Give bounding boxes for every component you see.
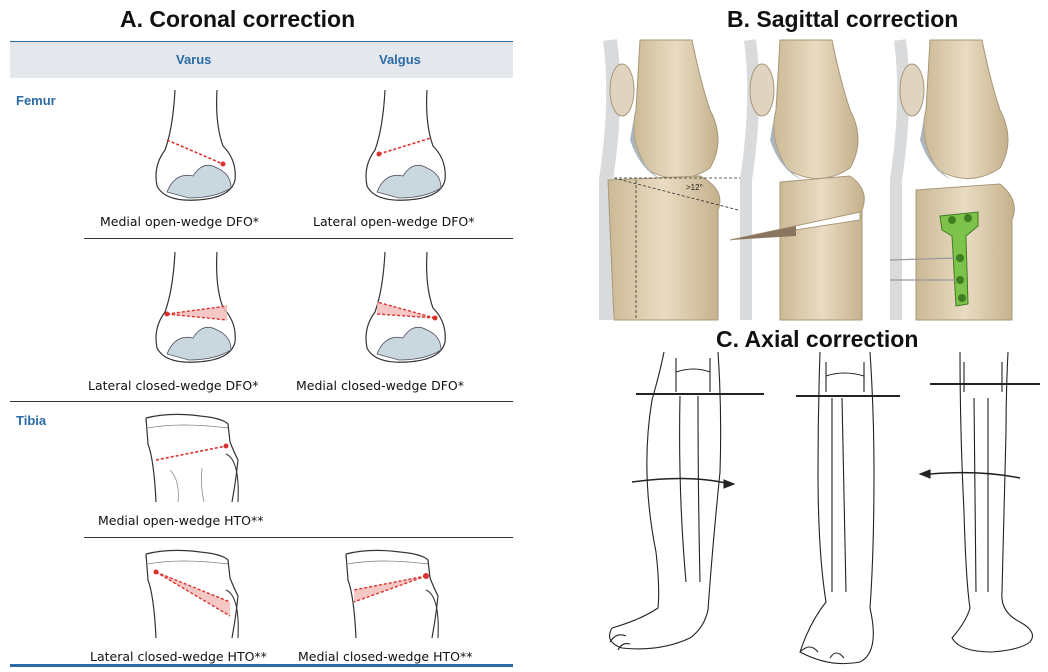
- row-divider: [84, 537, 513, 538]
- table-bottom-rule: [10, 664, 513, 667]
- axial-correction-illustration: [600, 352, 1040, 668]
- caption-femur-open-valgus: Lateral open-wedge DFO*: [313, 214, 475, 229]
- row-header-tibia: Tibia: [16, 413, 46, 428]
- sagittal-correction-illustration: >12°: [600, 40, 1040, 320]
- caption-femur-closed-valgus: Medial closed-wedge DFO*: [296, 378, 464, 393]
- caption-femur-open-varus: Medial open-wedge DFO*: [100, 214, 259, 229]
- leg-external-rotation: [610, 352, 764, 650]
- caption-tibia-closed-varus: Lateral closed-wedge HTO**: [90, 649, 267, 664]
- column-header-valgus: Valgus: [379, 52, 421, 67]
- caption-tibia-closed-valgus: Medial closed-wedge HTO**: [298, 649, 472, 664]
- caption-femur-closed-varus: Lateral closed-wedge DFO*: [88, 378, 258, 393]
- column-header-varus: Varus: [176, 52, 211, 67]
- femur-medial-open-wedge-drawing: [145, 88, 245, 206]
- table-header-band: [10, 42, 513, 78]
- femur-lateral-closed-wedge-drawing: [145, 250, 245, 368]
- caption-tibia-open-varus: Medial open-wedge HTO**: [98, 513, 264, 528]
- tibia-lateral-closed-wedge-drawing: [140, 546, 250, 642]
- femur-lateral-open-wedge-drawing: [355, 88, 455, 206]
- panel-b-title: B. Sagittal correction: [727, 6, 958, 33]
- row-header-femur: Femur: [16, 93, 56, 108]
- knee-with-osteotomy-wedge: [730, 40, 864, 320]
- panel-c-title: C. Axial correction: [716, 326, 918, 353]
- femur-medial-closed-wedge-drawing: [355, 250, 455, 368]
- row-divider: [10, 401, 513, 402]
- panel-a-title: A. Coronal correction: [120, 6, 355, 33]
- row-divider: [84, 238, 513, 239]
- tibia-medial-open-wedge-drawing: [140, 410, 250, 506]
- leg-neutral: [796, 352, 900, 664]
- slope-angle-label: >12°: [686, 183, 703, 192]
- knee-with-fixation-plate: [890, 40, 1014, 320]
- leg-internal-rotation: [920, 352, 1040, 652]
- tibia-medial-closed-wedge-drawing: [340, 546, 450, 642]
- knee-with-slope-angle: >12°: [606, 40, 746, 320]
